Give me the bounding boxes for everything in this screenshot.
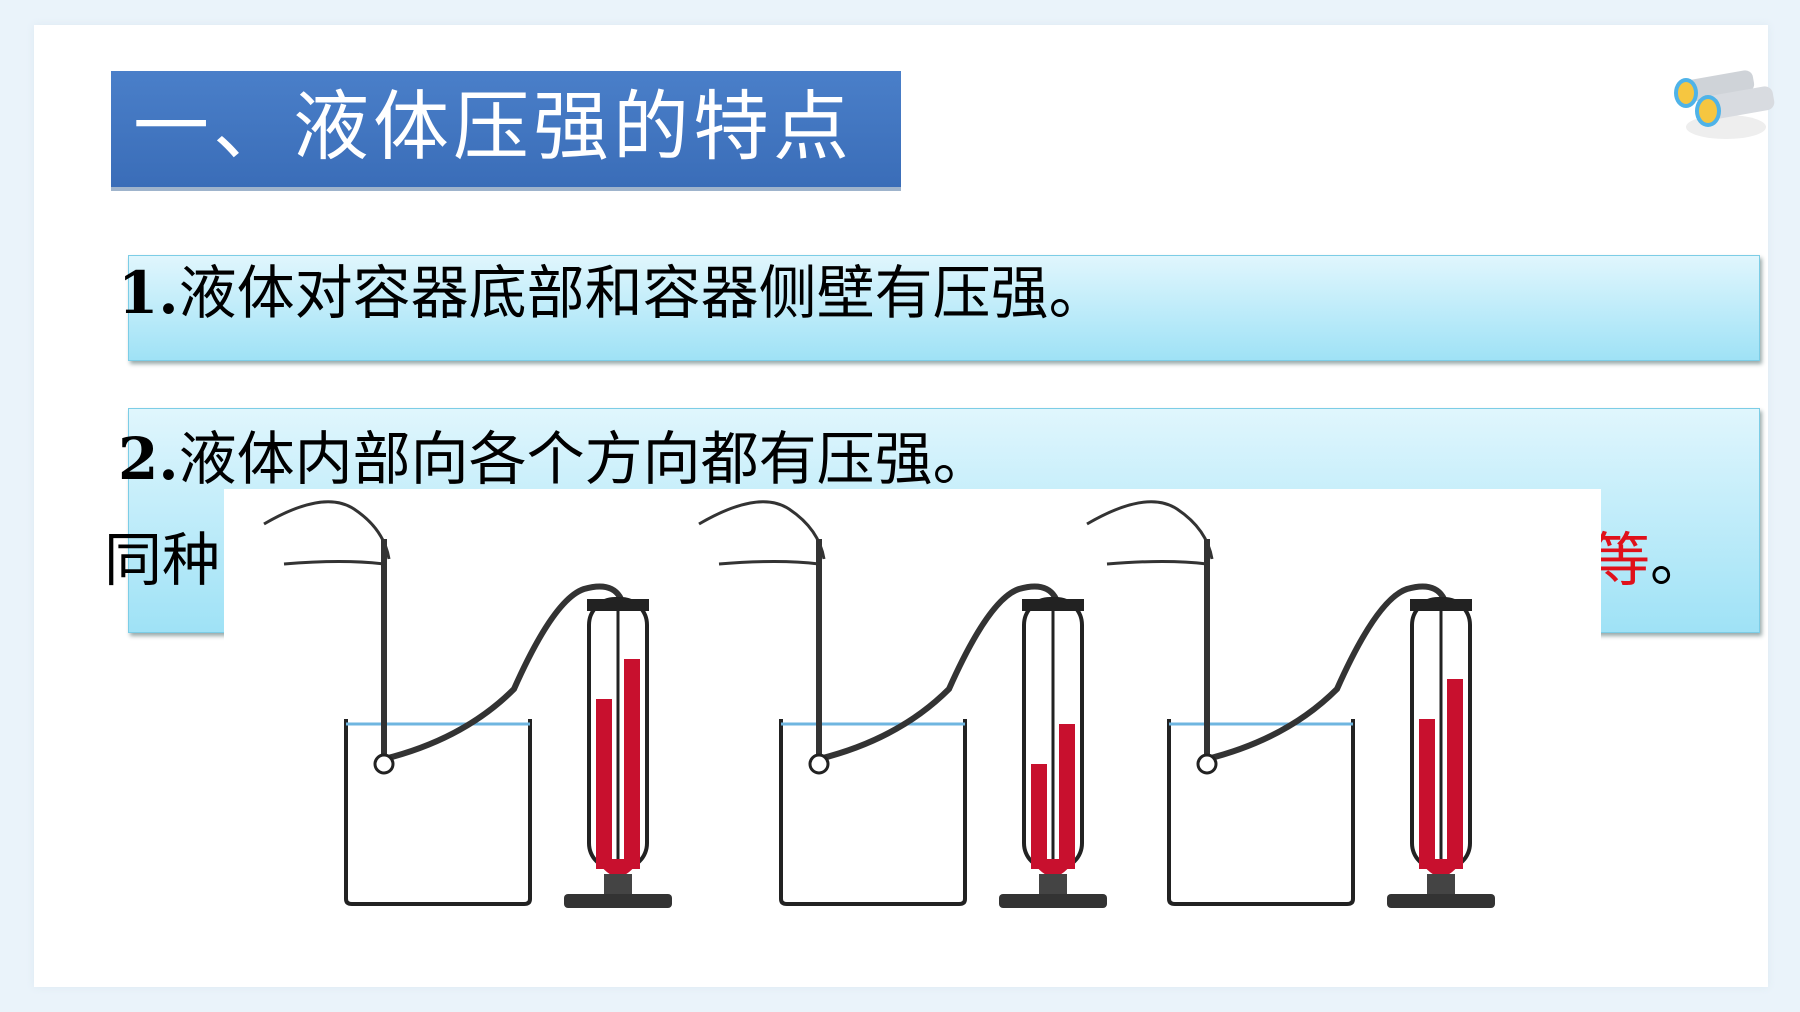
hand [263,500,391,566]
point-1-number: 1. [118,259,179,327]
beaker [779,719,967,906]
stand-base [1387,894,1495,908]
hand [698,500,826,566]
point-2-text: 液体内部向各个方向都有压强。 [178,425,991,493]
point-1-line: 1.液体对容器底部和容器侧壁有压强。 [118,246,1107,330]
liquid-right [1059,724,1075,869]
liquid-bottom [1419,859,1463,877]
tube-cap [1410,599,1472,611]
probe-head [808,753,830,775]
tube-cap [1022,599,1084,611]
point-2-partial-right: 等。 [1592,513,1708,597]
binoculars-icon [1674,70,1775,139]
highlight-text: 等 [1592,526,1651,594]
stand-neck [1427,874,1455,894]
liquid-right [1447,679,1463,869]
liquid-bottom [1031,859,1075,877]
point-1-box [128,255,1760,361]
rubber-tube [818,583,1062,762]
rubber-tube [1206,583,1450,762]
point-2-partial-left: 同种 [104,526,221,594]
stand-neck [1039,874,1067,894]
probe-head [1196,753,1218,775]
stand-neck [604,874,632,894]
slide-title: 一、液体压强的特点 [133,82,853,171]
pressure-experiment-figure [224,489,1601,984]
hand [1086,500,1214,566]
title-banner: 一、液体压强的特点 [111,71,901,191]
liquid-left [596,699,612,869]
liquid-right [624,659,640,869]
liquid-left [1419,719,1435,869]
stand-base [999,894,1107,908]
point-2-line: 2.液体内部向各个方向都有压强。 [118,412,991,496]
stand-base [564,894,672,908]
beaker [344,719,532,906]
probe-head [373,753,395,775]
point-1-text: 液体对容器底部和容器侧壁有压强。 [178,259,1107,327]
liquid-bottom [596,859,640,877]
manometer-illustration [263,500,1495,908]
liquid-left [1031,764,1047,869]
beaker [1167,719,1355,906]
point-2-number: 2. [118,425,179,493]
tube-cap [587,599,649,611]
rubber-tube [383,583,627,762]
punctuation: 。 [1650,526,1709,594]
